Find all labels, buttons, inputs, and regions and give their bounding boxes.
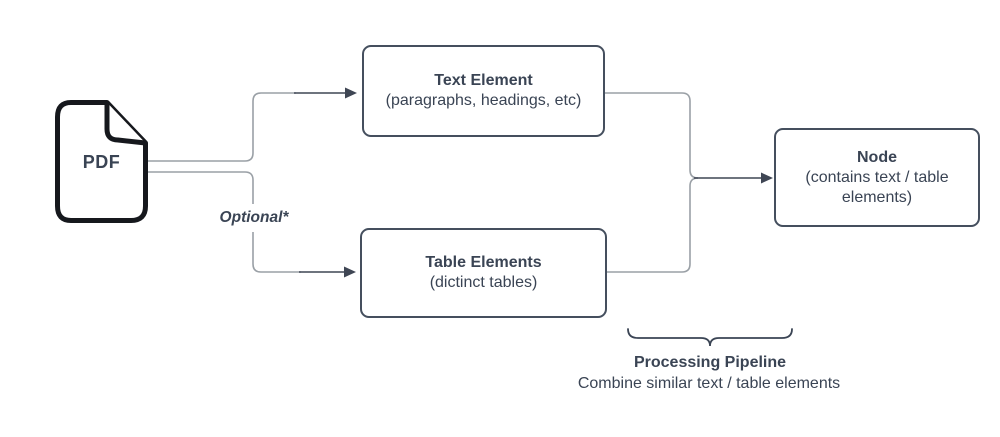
arrowhead-table-elements <box>344 266 356 278</box>
connector-pdf-to-table-elements <box>147 171 301 273</box>
text-element-box: Text Element (paragraphs, headings, etc) <box>362 45 605 137</box>
processing-pipeline-subtitle: Combine similar text / table elements <box>577 375 841 392</box>
processing-pipeline-brace <box>627 328 793 347</box>
connector-pdf-to-text-element <box>147 92 296 162</box>
processing-pipeline-title: Processing Pipeline <box>633 354 787 371</box>
pdf-document-icon-shape <box>55 100 148 223</box>
table-elements-box-subtitle: (dictinct tables) <box>429 274 538 291</box>
optional-label: Optional* <box>208 209 300 227</box>
pdf-icon-label: PDF <box>82 152 121 172</box>
node-box: Node (contains text / table elements) <box>774 128 980 227</box>
node-box-title: Node <box>857 148 897 166</box>
arrowhead-text-element <box>345 87 357 99</box>
text-element-box-subtitle: (paragraphs, headings, etc) <box>385 92 582 109</box>
text-element-box-title: Text Element <box>434 72 533 89</box>
node-box-subtitle: (contains text / table elements) <box>805 168 949 206</box>
pdf-document-icon: PDF <box>55 100 148 223</box>
table-elements-box: Table Elements (dictinct tables) <box>360 228 607 318</box>
connector-table-elements-to-merge <box>607 177 699 273</box>
connector-text-element-to-merge <box>605 92 699 179</box>
table-elements-box-title: Table Elements <box>425 254 542 271</box>
arrowhead-node <box>761 172 773 184</box>
